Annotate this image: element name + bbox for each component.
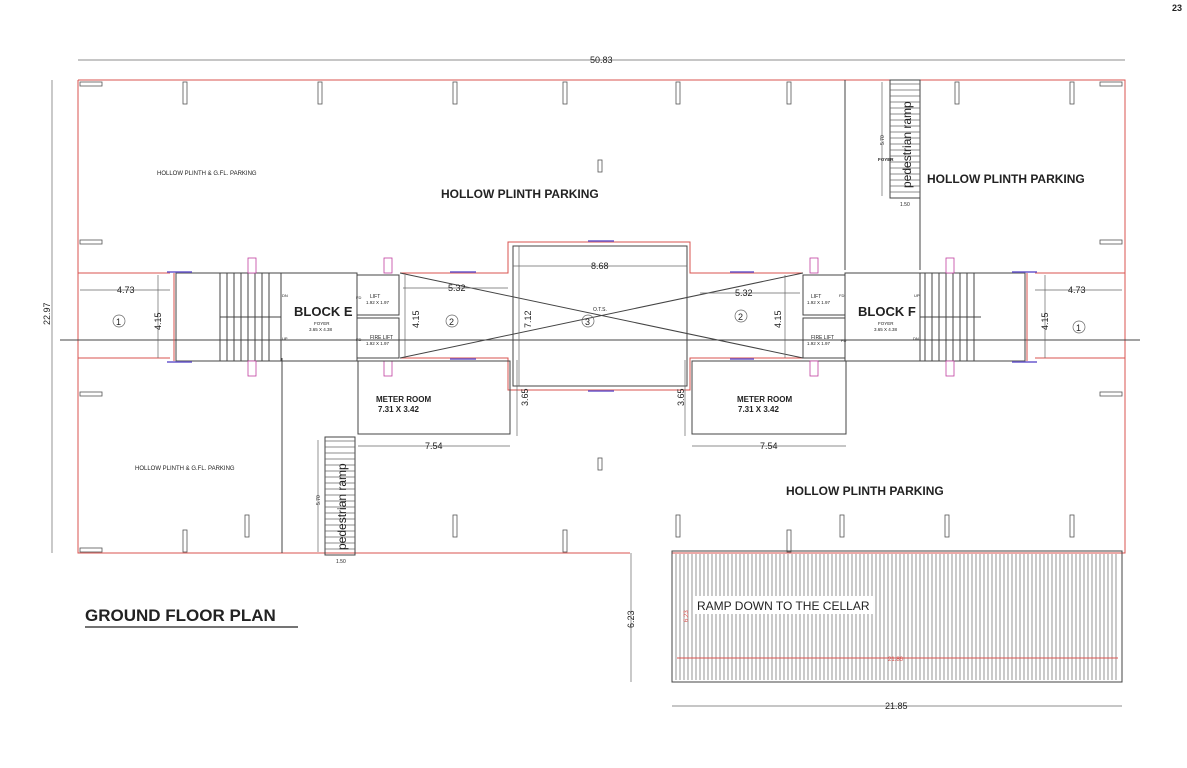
stair-up-left: UP [282, 336, 288, 341]
label-parking-top-right: HOLLOW PLINTH PARKING [927, 172, 1085, 186]
dim-ramp-depth: 6.23 [626, 610, 636, 628]
dim-ramp-inner-depth: 6.23 [684, 610, 690, 622]
grid-marker-1-left: 1 [116, 317, 121, 327]
label-parking-top-left: HOLLOW PLINTH & G.FL. PARKING [157, 171, 257, 177]
dim-centre-width: 8.68 [591, 261, 609, 271]
meter-room-right: METER ROOM 7.31 X 3.42 3.65 7.54 [676, 360, 847, 451]
dim-ramp-width: 21.85 [885, 701, 908, 711]
stair-dn-left: DN [282, 293, 288, 298]
dim-left-depth: 4.15 [153, 312, 163, 330]
dim-ped-ramp-width-top: 1.50 [900, 202, 910, 208]
label-lift-e-size: 1.92 X 1.97 [366, 300, 390, 305]
label-foyer-top: FOYER [878, 157, 894, 162]
block-e-core: DN UP BLOCK E FOYER 3.65 X 4.38 LIFT 1.9… [167, 257, 400, 377]
dim-right-depth: 4.15 [1040, 312, 1050, 330]
label-lift-e: LIFT [370, 294, 380, 300]
dim-ped-ramp-width-bottom: 1.50 [336, 559, 346, 565]
label-foyer-f-size: 3.65 X 4.38 [874, 327, 898, 332]
block-f-core: LIFT 1.92 X 1.97 FIRE LIFT 1.92 X 1.97 F… [802, 257, 1037, 377]
stair-dn-right: DN [913, 336, 919, 341]
dim-right-meter-offset: 3.65 [676, 388, 686, 406]
label-parking-bottom-left: HOLLOW PLINTH & G.FL. PARKING [135, 466, 235, 472]
label-ots: O.T.S. [593, 307, 607, 313]
label-lift-f: LIFT [811, 294, 821, 300]
meter-room-left: METER ROOM 7.31 X 3.42 3.65 7.54 [357, 360, 530, 451]
label-fire-lift-e-size: 1.92 X 1.97 [366, 341, 390, 346]
drawing-title: GROUND FLOOR PLAN [85, 606, 276, 625]
dim-centre-depth: 7.12 [523, 310, 533, 328]
dim-left-void-depth: 4.15 [411, 310, 421, 328]
grid-marker-1-right: 1 [1076, 323, 1081, 333]
columns [79, 81, 1123, 553]
label-parking-bottom-right: HOLLOW PLINTH PARKING [786, 484, 944, 498]
label-foyer-e: FOYER [314, 321, 330, 326]
dim-overall-depth: 22.97 [42, 302, 52, 325]
label-lift-f-size: 1.92 X 1.97 [807, 300, 831, 305]
label-fd-e2: FD [356, 337, 361, 342]
dim-left-lower: 7.54 [425, 441, 443, 451]
dim-ped-ramp-length-bottom: 5.70 [316, 495, 322, 505]
cellar-ramp: RAMP DOWN TO THE CELLAR 21.86 6.23 6.23 … [626, 550, 1123, 711]
central-void: 5.32 4.15 2 8.68 7.12 O.T.S. 3 5.32 4.15… [399, 240, 804, 392]
label-block-e: BLOCK E [294, 304, 353, 319]
dim-right-bay: 4.73 [1068, 285, 1086, 295]
page-number: 23 [1172, 3, 1182, 13]
pedestrian-ramp-top: pedestrian ramp FOYER 5.70 1.50 [878, 79, 921, 208]
label-fire-lift-f: FIRE LIFT [811, 335, 834, 341]
label-meter-size-right: 7.31 X 3.42 [738, 405, 779, 414]
label-pedestrian-ramp-top: pedestrian ramp [900, 101, 914, 188]
label-fd-f2: FD [841, 338, 846, 343]
dim-right-void-width: 5.32 [735, 288, 753, 298]
dim-left-bay: 4.73 [117, 285, 135, 295]
label-parking-top-centre: HOLLOW PLINTH PARKING [441, 187, 599, 201]
label-fd-e1: FD [356, 295, 361, 300]
label-meter-room-left: METER ROOM [376, 395, 431, 404]
stair-up-right: UP [914, 293, 920, 298]
label-fire-lift-e: FIRE LIFT [370, 335, 393, 341]
pedestrian-ramp-bottom: pedestrian ramp 5.70 1.50 [316, 436, 356, 565]
label-pedestrian-ramp-bottom: pedestrian ramp [335, 463, 349, 550]
label-ramp-down: RAMP DOWN TO THE CELLAR [697, 599, 870, 613]
dim-left-void-width: 5.32 [448, 283, 466, 293]
label-fd-f1: FD [839, 293, 844, 298]
grid-marker-2-right: 2 [738, 312, 743, 322]
label-meter-size-left: 7.31 X 3.42 [378, 405, 419, 414]
dim-left-meter-offset: 3.65 [520, 388, 530, 406]
dim-ramp-inner-width: 21.86 [888, 657, 904, 663]
dim-right-lower: 7.54 [760, 441, 778, 451]
label-fire-lift-f-size: 1.92 X 1.97 [807, 341, 831, 346]
grid-marker-3: 3 [585, 317, 590, 327]
label-foyer-f: FOYER [878, 321, 894, 326]
dim-right-void-depth: 4.15 [773, 310, 783, 328]
dim-ped-ramp-length-top: 5.70 [880, 135, 886, 145]
label-meter-room-right: METER ROOM [737, 395, 792, 404]
label-foyer-e-size: 3.65 X 4.38 [309, 327, 333, 332]
dim-overall-width: 50.83 [590, 55, 613, 65]
grid-marker-2-left: 2 [449, 317, 454, 327]
label-block-f: BLOCK F [858, 304, 916, 319]
